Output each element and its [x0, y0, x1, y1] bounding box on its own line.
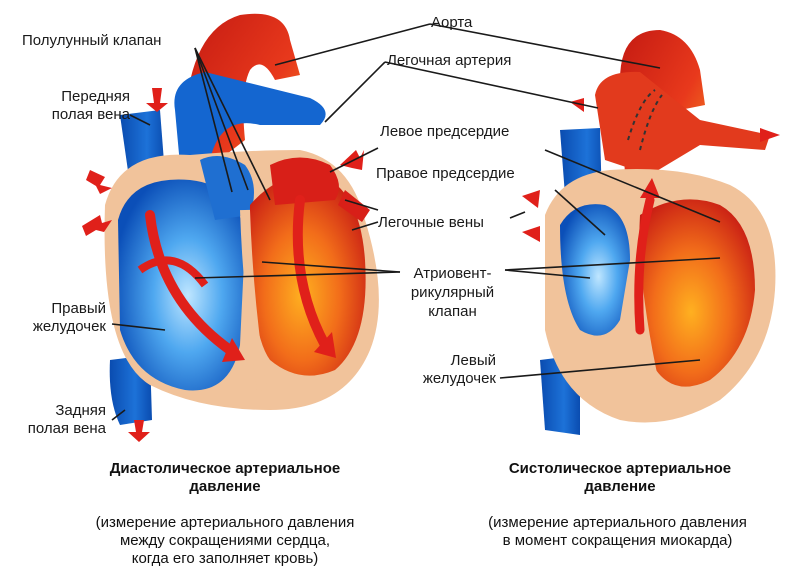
s-left-ventricle-shape [638, 199, 755, 387]
diastolic-title-1: Диастолическое артериальное [109, 460, 341, 477]
inflow-arrow-4 [340, 150, 364, 170]
label-semilunar-valve: Полулунный клапан [22, 32, 162, 49]
inflow-arrow-2 [86, 170, 112, 194]
label-left-ventricle-2: желудочек [422, 370, 496, 387]
leader-lines [111, 23, 721, 421]
label-right-ventricle-2: желудочек [32, 318, 106, 335]
s-outflow-arrow-2 [570, 98, 584, 112]
label-av-valve-3: клапан [428, 303, 477, 320]
diastolic-note-2: между сокращениями сердца, [119, 532, 331, 549]
label-posterior-vena-cava-2: полая вена [27, 420, 106, 437]
systolic-note-1: (измерение артериального давления [488, 514, 747, 531]
systolic-title-1: Систолическое артериальное [508, 460, 732, 477]
systolic-title-2: давление [584, 478, 656, 495]
diastolic-note-1: (измерение артериального давления [95, 514, 355, 531]
inflow-arrow-3 [82, 215, 112, 236]
label-left-atrium: Левое предсердие [380, 123, 510, 140]
label-av-valve-2: рикулярный [410, 284, 495, 301]
label-left-ventricle-1: Левый [450, 352, 496, 369]
label-right-atrium: Правое предсердие [376, 165, 515, 182]
s-pulmonary-artery-shape [595, 71, 770, 175]
systolic-note-2: в момент сокращения миокарда) [502, 532, 733, 549]
label-anterior-vena-cava-2: полая вена [51, 106, 130, 123]
label-pulmonary-artery: Легочная артерия [387, 52, 512, 69]
systole-heart [522, 30, 780, 435]
label-anterior-vena-cava-1: Передняя [61, 88, 130, 105]
label-av-valve-1: Атриовент- [413, 265, 492, 282]
s-inflow-arrow-2 [522, 226, 540, 242]
inflow-arrow-5 [128, 420, 150, 442]
label-aorta: Аорта [431, 14, 473, 31]
s-outflow-arrow-1 [760, 128, 780, 142]
diastole-heart [82, 13, 379, 442]
s-inflow-arrow-1 [522, 190, 540, 208]
diastolic-title-2: давление [189, 478, 261, 495]
s-right-ventricle-shape [560, 204, 630, 336]
label-right-ventricle-1: Правый [51, 300, 106, 317]
left-atrium-shape [270, 157, 339, 205]
flow-arrow-left [292, 195, 330, 350]
diastolic-note-3: когда его заполняет кровь) [131, 550, 319, 567]
label-posterior-vena-cava-1: Задняя [55, 402, 106, 419]
label-pulmonary-veins: Легочные вены [378, 214, 484, 231]
flow-arrow-right [145, 210, 235, 355]
inflow-arrow-1 [146, 88, 168, 112]
